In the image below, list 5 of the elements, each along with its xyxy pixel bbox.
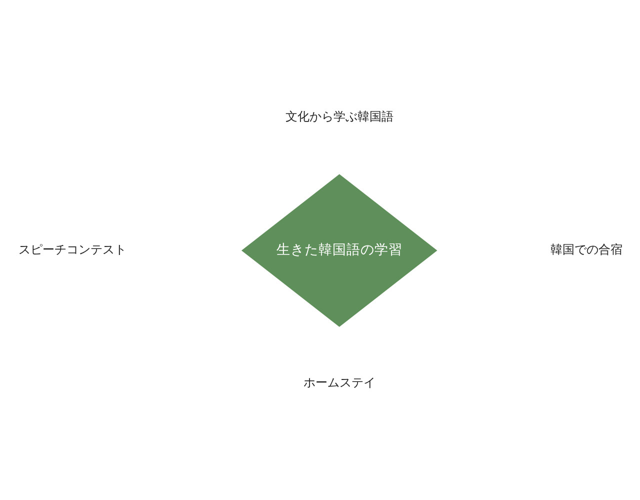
- node-text: 文化から学ぶ韓国語: [285, 108, 394, 123]
- node-text: 韓国での合宿: [550, 242, 623, 256]
- node-text: スピーチコンテスト: [18, 242, 127, 256]
- node-diamond: 生きた韓国語の学習: [241, 174, 438, 326]
- node-text: ホームステイ: [303, 374, 376, 389]
